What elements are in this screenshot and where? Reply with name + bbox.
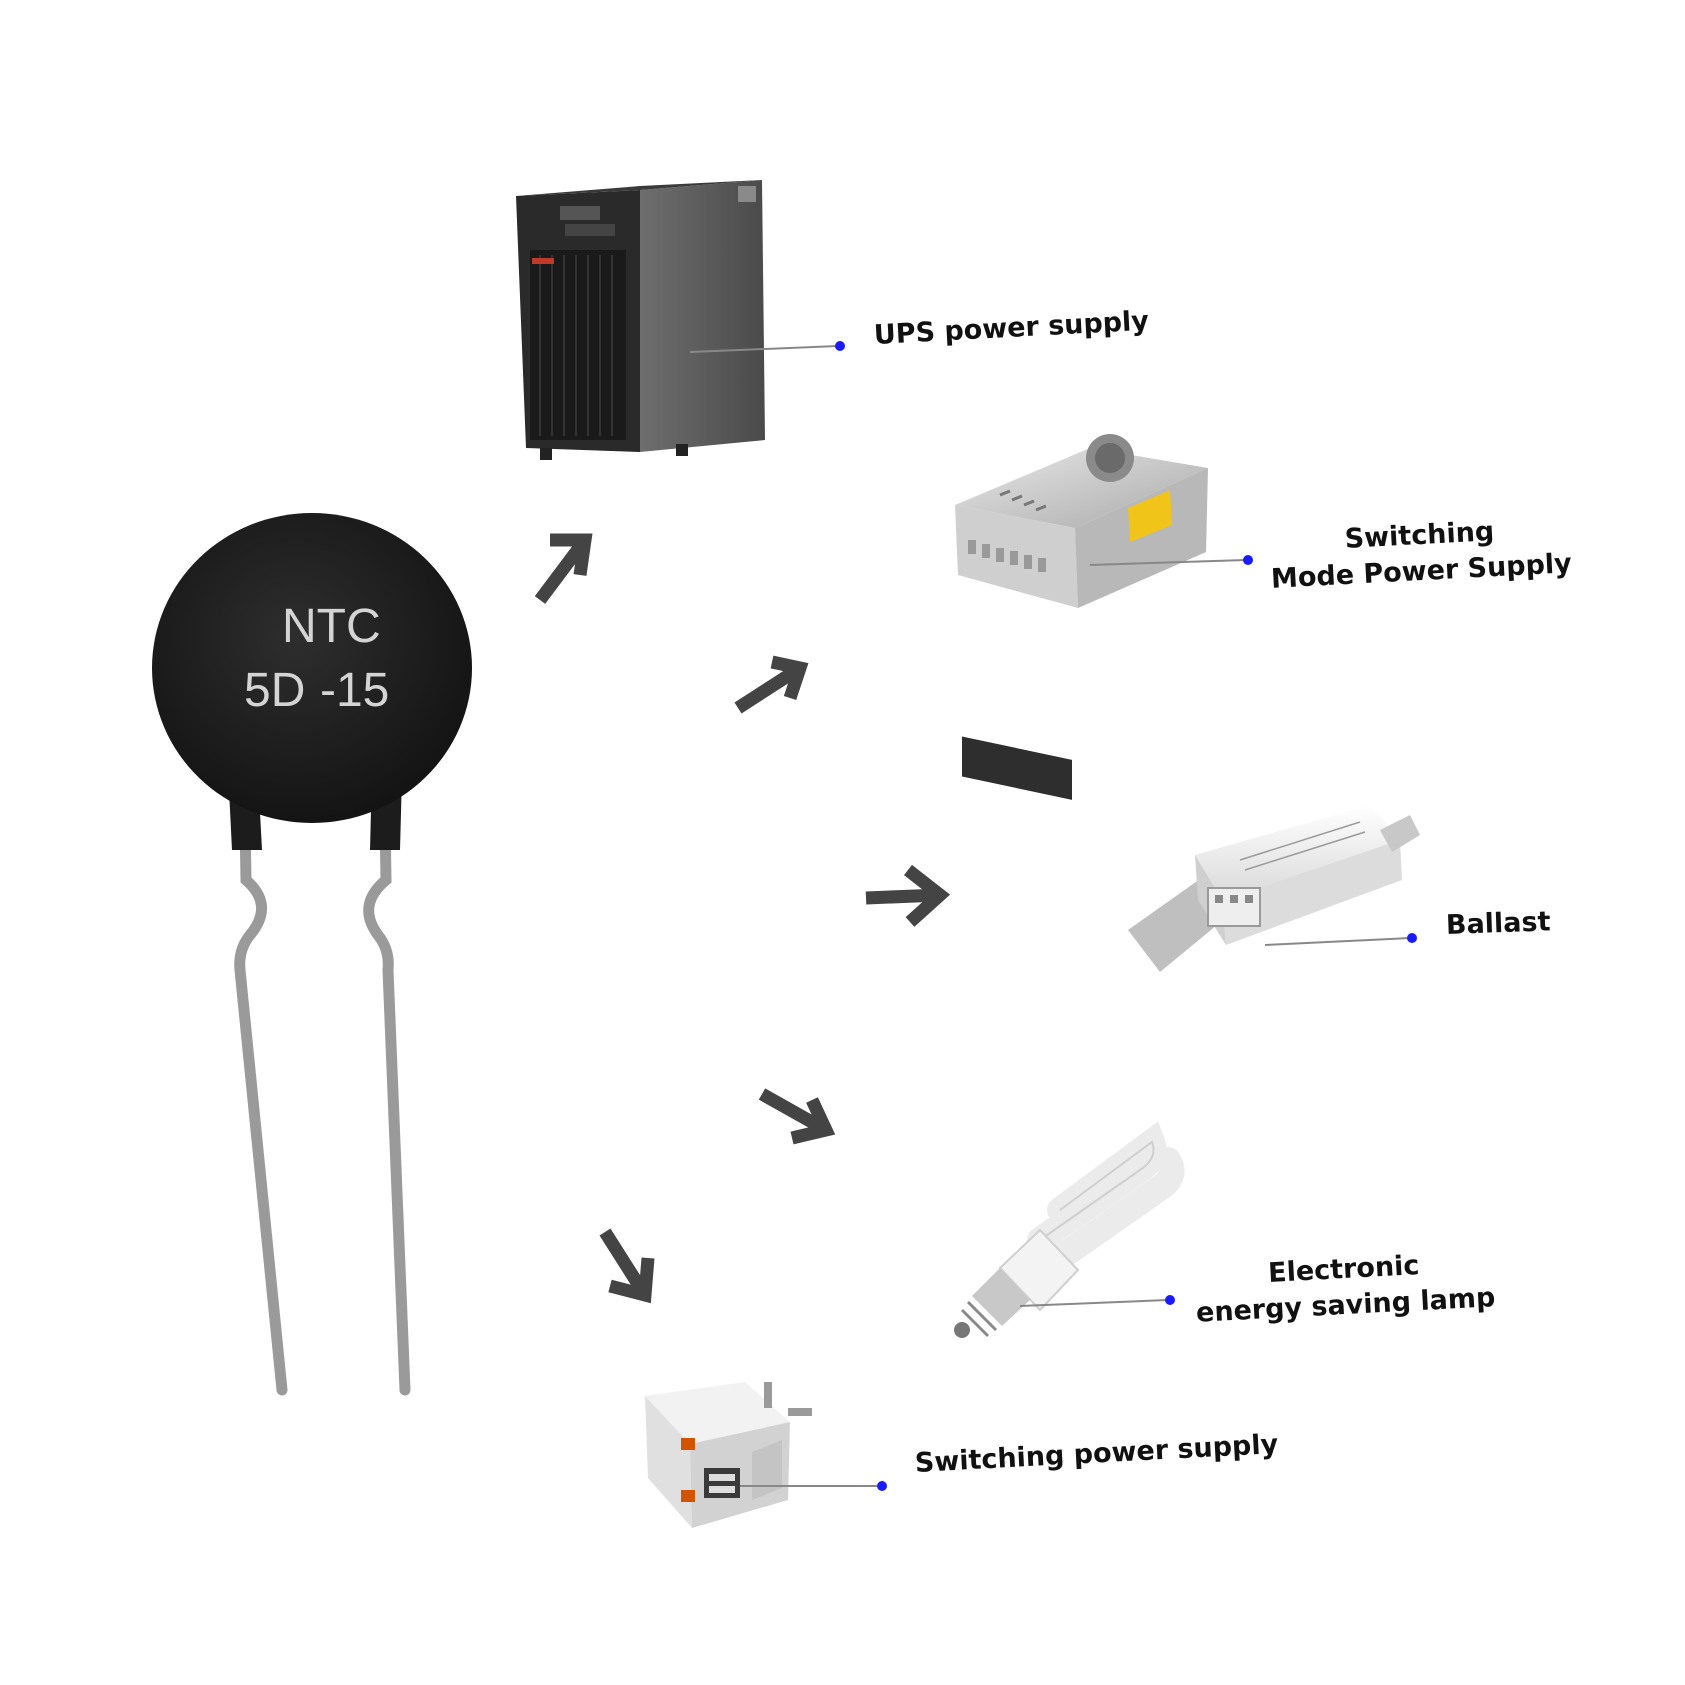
lead-wire-left — [234, 814, 288, 1396]
arrow-right — [865, 864, 951, 927]
arrow-down-right-1 — [758, 1088, 836, 1145]
arrows — [534, 533, 951, 1304]
marking-15: -15 — [320, 664, 389, 717]
smps-unit-image — [955, 434, 1253, 800]
thermistor-disc — [152, 513, 472, 823]
ballast-unit-image — [1128, 805, 1420, 972]
ups-unit-image — [516, 180, 845, 460]
lead-wire-right — [363, 814, 411, 1396]
ballast-label-text: Ballast — [1445, 906, 1551, 941]
marking-ntc: NTC — [282, 600, 381, 653]
arrow-up-right-2 — [734, 655, 809, 714]
arrow-up-right-1 — [534, 533, 593, 604]
sps-leader-dot — [877, 1481, 887, 1491]
power-adapter-image — [645, 1382, 887, 1528]
arrow-down-right-2 — [599, 1228, 655, 1304]
lamp-leader-dot — [1165, 1295, 1175, 1305]
energy-saving-lamp-image — [954, 1121, 1185, 1338]
ntc-thermistor: NTC 5D -15 — [152, 513, 472, 1396]
marking-5d: 5D — [244, 664, 305, 717]
ballast-leader-dot — [1407, 933, 1417, 943]
smps-leader-dot — [1243, 555, 1253, 565]
ups-leader-dot — [835, 341, 845, 351]
ballast-label: Ballast — [1445, 904, 1551, 944]
